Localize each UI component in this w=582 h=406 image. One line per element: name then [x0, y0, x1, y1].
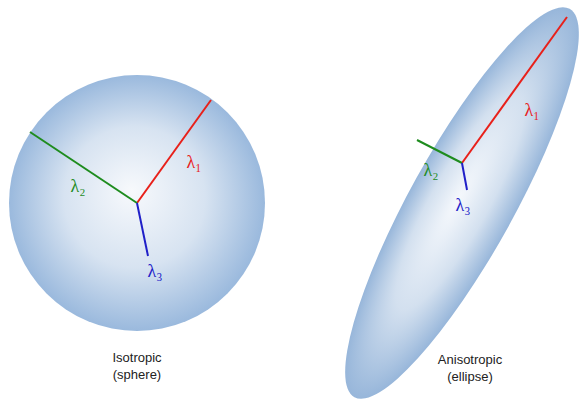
axis-label: λ₁ [524, 101, 539, 119]
axis-label: λ₁ [186, 153, 201, 171]
axis-line [137, 203, 148, 256]
ellipse-shape [309, 0, 582, 406]
axis-line [137, 100, 211, 203]
axis-label: λ₂ [70, 177, 85, 195]
caption: Anisotropic (ellipse) [438, 352, 502, 386]
axis-line [462, 17, 567, 163]
caption: Isotropic (sphere) [112, 350, 161, 384]
axis-label: λ₃ [455, 196, 470, 214]
axis-line [462, 163, 467, 190]
axis-label: λ₃ [147, 262, 162, 280]
axis-line [417, 140, 462, 163]
axis-line [30, 132, 137, 203]
axis-label: λ₂ [423, 161, 438, 179]
sphere-shape [9, 75, 265, 331]
